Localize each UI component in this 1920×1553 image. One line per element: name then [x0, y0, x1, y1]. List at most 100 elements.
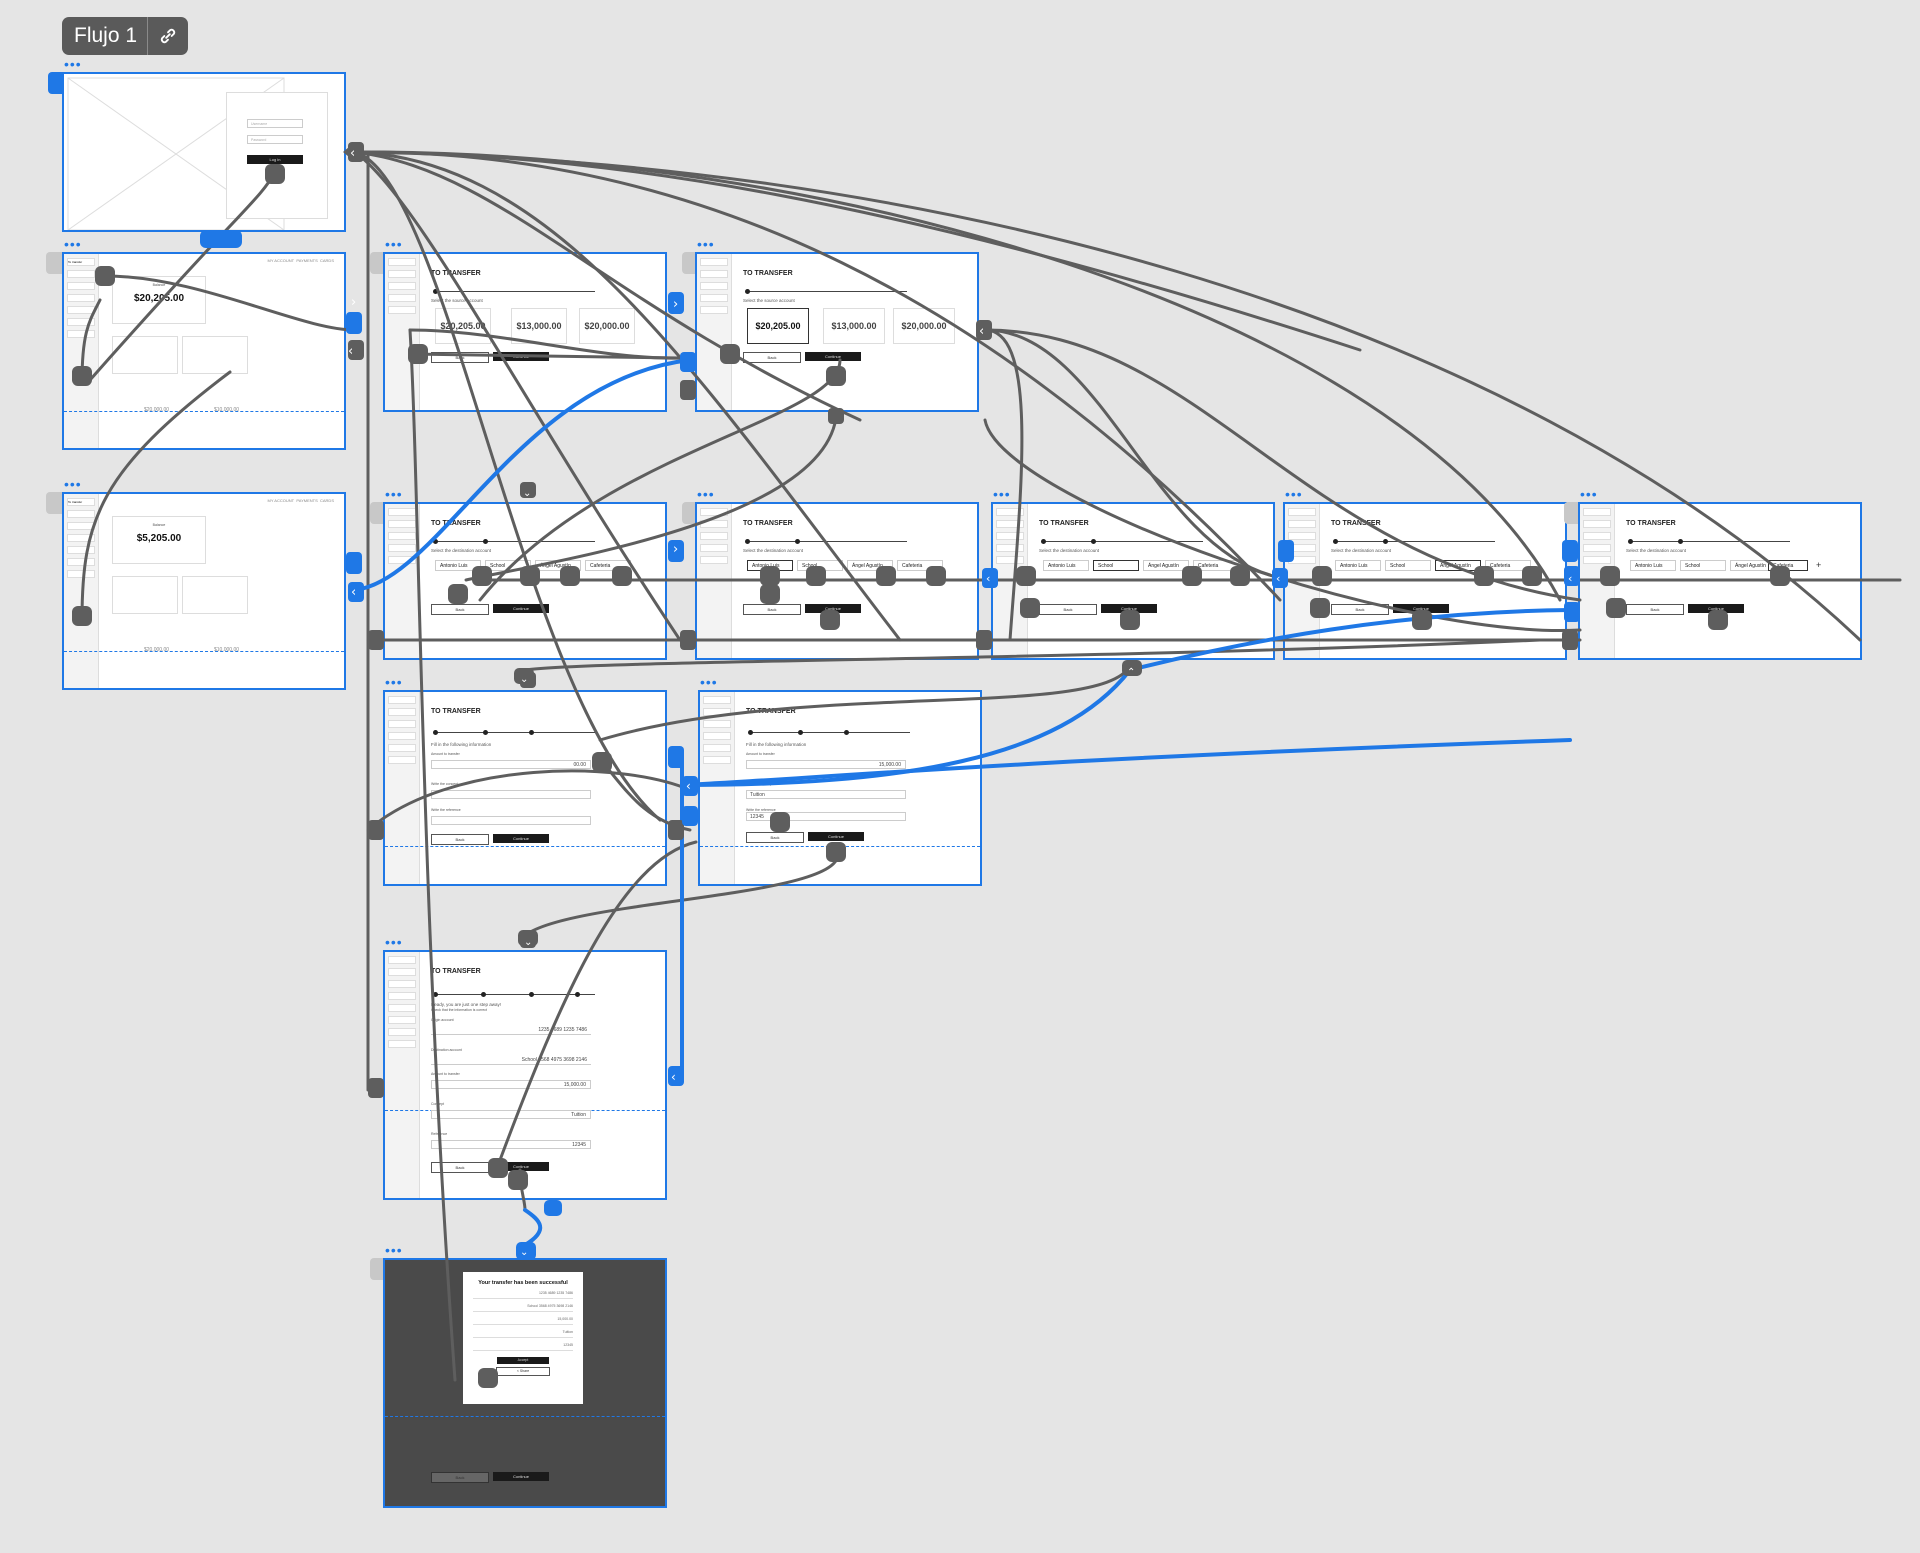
destination-option-selected[interactable]: School [1093, 560, 1139, 571]
artboard-menu-dots[interactable]: ••• [385, 486, 403, 502]
back-button[interactable]: Back [431, 352, 489, 363]
artboard-tab[interactable] [370, 1258, 386, 1280]
artboard-menu-dots[interactable]: ••• [1580, 486, 1598, 502]
artboard-menu-dots[interactable]: ••• [1285, 486, 1303, 502]
accept-button[interactable]: Accept [497, 1357, 549, 1364]
share-button[interactable]: < Share [496, 1367, 550, 1376]
account-card-selected[interactable]: $20,205.00 [747, 308, 809, 344]
artboard-menu-dots[interactable]: ••• [64, 476, 82, 492]
amount-input[interactable]: 00.00 [431, 760, 591, 769]
artboard-dashboard-1[interactable]: To transfer MY ACCOUNT PAYMENTS CARDS Ba… [62, 252, 346, 450]
username-field[interactable]: Username [247, 119, 303, 128]
add-icon[interactable]: + [1816, 560, 1822, 570]
artboard-menu-dots[interactable]: ••• [700, 674, 718, 690]
destination-option[interactable]: Antonio Luis [1630, 560, 1676, 571]
destination-option-selected[interactable]: Antonio Luis [747, 560, 793, 571]
artboard-transfer-step3-a[interactable]: TO TRANSFER Fill in the following inform… [383, 690, 667, 886]
artboard-tab[interactable] [46, 252, 62, 274]
continue-button[interactable]: Continue [808, 832, 864, 841]
artboard-tab[interactable] [46, 492, 62, 514]
destination-option[interactable]: Antonio Luis [435, 560, 481, 571]
artboard-menu-dots[interactable]: ••• [385, 674, 403, 690]
password-field[interactable]: Password [247, 135, 303, 144]
artboard-menu-dots[interactable]: ••• [385, 934, 403, 950]
flow-badge[interactable]: Flujo 1 [62, 17, 188, 55]
continue-button[interactable]: Continue [493, 352, 549, 361]
destination-option[interactable]: School [1385, 560, 1431, 571]
link-icon[interactable] [148, 25, 188, 47]
login-button[interactable]: Log in [247, 155, 303, 164]
back-button[interactable]: Back [431, 1162, 489, 1173]
artboard-transfer-step1-b[interactable]: TO TRANSFER Select the source account $2… [695, 252, 979, 412]
top-tabs[interactable]: MY ACCOUNT PAYMENTS CARDS [267, 258, 334, 263]
continue-button[interactable]: Continue [1101, 604, 1157, 613]
account-card[interactable]: $20,000.00 [579, 308, 635, 344]
artboard-transfer-step2-d[interactable]: TO TRANSFER Select the destination accou… [1283, 502, 1567, 660]
destination-option[interactable]: Cafeteria [897, 560, 943, 571]
back-button[interactable]: Back [431, 604, 489, 615]
artboard-dashboard-2[interactable]: To transfer MY ACCOUNT PAYMENTS CARDS Ba… [62, 492, 346, 690]
continue-button[interactable]: Continue [493, 1472, 549, 1481]
continue-button[interactable]: Continue [1393, 604, 1449, 613]
destination-option-selected[interactable]: Ángel Agustín [1435, 560, 1481, 571]
artboard-menu-dots[interactable]: ••• [385, 1242, 403, 1258]
continue-button[interactable]: Continue [493, 834, 549, 843]
destination-option[interactable]: School [485, 560, 531, 571]
concept-input[interactable]: Tuition [746, 790, 906, 799]
concept-input[interactable] [431, 790, 591, 799]
destination-option[interactable]: Cafeteria [1193, 560, 1239, 571]
artboard-transfer-step1-a[interactable]: TO TRANSFER Select the source account $2… [383, 252, 667, 412]
back-button[interactable]: Back [1331, 604, 1389, 615]
card-item[interactable] [112, 336, 178, 374]
artboard-login[interactable]: Username Password Log in [62, 72, 346, 232]
destination-option-selected[interactable]: Cafeteria [1768, 560, 1808, 571]
continue-button[interactable]: Continue [805, 604, 861, 613]
artboard-menu-dots[interactable]: ••• [993, 486, 1011, 502]
back-button[interactable]: Back [743, 352, 801, 363]
destination-option[interactable]: Ángel Agustín [535, 560, 581, 571]
card-item[interactable] [112, 576, 178, 614]
back-button[interactable]: Back [431, 834, 489, 845]
destination-option[interactable]: Ángel Agustín [1143, 560, 1189, 571]
flow-start-marker[interactable] [48, 72, 62, 94]
artboard-menu-dots[interactable]: ••• [385, 236, 403, 252]
account-card[interactable]: $13,000.00 [823, 308, 885, 344]
artboard-transfer-step2-a[interactable]: TO TRANSFER Select the destination accou… [383, 502, 667, 660]
continue-button[interactable]: Continue [1688, 604, 1744, 613]
reference-input[interactable] [431, 816, 591, 825]
destination-option[interactable]: Cafeteria [585, 560, 631, 571]
artboard-transfer-step4[interactable]: TO TRANSFER Ready, you are just one step… [383, 950, 667, 1200]
artboard-transfer-success[interactable]: Your transfer has been successful 1235 4… [383, 1258, 667, 1508]
destination-option[interactable]: School [1680, 560, 1726, 571]
destination-option[interactable]: Cafeteria [1485, 560, 1531, 571]
back-button[interactable]: Back [743, 604, 801, 615]
sidebar-item-transfer[interactable]: To transfer [67, 258, 95, 266]
back-button[interactable]: Back [746, 832, 804, 843]
reference-input[interactable]: 12345 [746, 812, 906, 821]
card-item[interactable] [182, 336, 248, 374]
artboard-transfer-step3-b[interactable]: TO TRANSFER Fill in the following inform… [698, 690, 982, 886]
back-button[interactable]: Back [1626, 604, 1684, 615]
back-button[interactable]: Back [431, 1472, 489, 1483]
account-card[interactable]: $13,000.00 [511, 308, 567, 344]
artboard-transfer-step2-c[interactable]: TO TRANSFER Select the destination accou… [991, 502, 1275, 660]
sidebar-item-transfer[interactable]: To transfer [67, 498, 95, 506]
amount-input[interactable]: 15,000.00 [746, 760, 906, 769]
artboard-transfer-step2-b[interactable]: TO TRANSFER Select the destination accou… [695, 502, 979, 660]
account-card[interactable]: $20,000.00 [893, 308, 955, 344]
destination-option[interactable]: Antonio Luis [1335, 560, 1381, 571]
continue-button[interactable]: Continue [493, 1162, 549, 1171]
account-card[interactable]: $20,205.00 [435, 308, 491, 344]
continue-button[interactable]: Continue [493, 604, 549, 613]
artboard-menu-dots[interactable]: ••• [64, 236, 82, 252]
artboard-menu-dots[interactable]: ••• [697, 236, 715, 252]
destination-option[interactable]: School [797, 560, 843, 571]
artboard-menu-dots[interactable]: ••• [64, 56, 82, 72]
artboard-transfer-step2-e[interactable]: TO TRANSFER Select the destination accou… [1578, 502, 1862, 660]
destination-option[interactable]: Antonio Luis [1043, 560, 1089, 571]
card-item[interactable] [182, 576, 248, 614]
continue-button[interactable]: Continue [805, 352, 861, 361]
top-tabs[interactable]: MY ACCOUNT PAYMENTS CARDS [267, 498, 334, 503]
destination-option[interactable]: Ángel Agustín [847, 560, 893, 571]
artboard-menu-dots[interactable]: ••• [697, 486, 715, 502]
